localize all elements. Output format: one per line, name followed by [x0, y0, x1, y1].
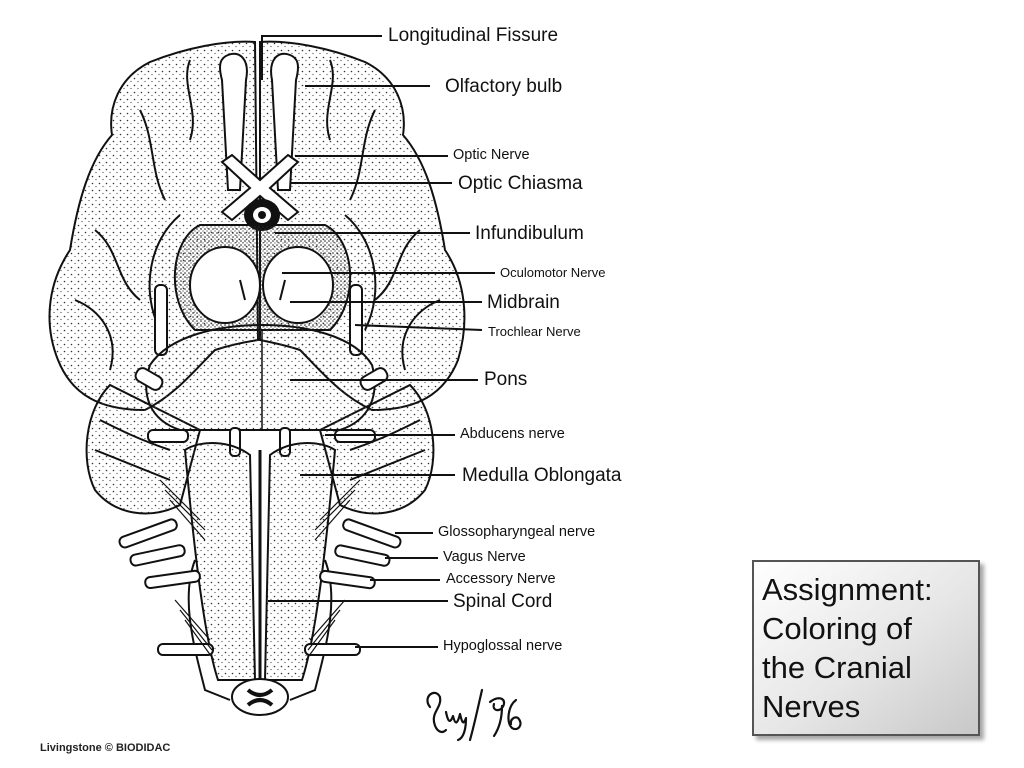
label-trochlear-nerve: Trochlear Nerve — [488, 324, 581, 339]
label-infundibulum: Infundibulum — [475, 223, 584, 244]
label-oculomotor-nerve: Oculomotor Nerve — [500, 265, 606, 280]
label-midbrain: Midbrain — [487, 292, 560, 313]
spinal-cross-section — [231, 678, 289, 716]
assignment-line-4: Nerves — [762, 689, 861, 724]
olfactory-bulbs — [219, 52, 299, 191]
label-optic-nerve: Optic Nerve — [453, 147, 530, 163]
label-vagus-nerve: Vagus Nerve — [443, 549, 526, 565]
label-spinal-cord: Spinal Cord — [453, 591, 553, 612]
lower-cranial-nerves — [118, 518, 402, 656]
optic-chiasma — [220, 153, 300, 222]
label-longitudinal-fissure: Longitudinal Fissure — [388, 25, 559, 46]
assignment-line-3: the Cranial — [762, 650, 912, 685]
leader-lines — [261, 35, 495, 648]
label-hypoglossal-nerve: Hypoglossal nerve — [443, 638, 563, 654]
medulla-oblongata — [183, 442, 337, 701]
label-pons: Pons — [484, 369, 528, 390]
rootlets — [159, 479, 361, 661]
infundibulum — [244, 199, 280, 231]
handwritten-signature — [426, 688, 522, 742]
assignment-line-2: Coloring of — [762, 611, 912, 646]
label-olfactory-bulb: Olfactory bulb — [445, 76, 563, 97]
credit-text: Livingstone © BIODIDAC — [40, 742, 171, 754]
label-glossopharyngeal-nerve: Glossopharyngeal nerve — [438, 524, 596, 540]
label-abducens-nerve: Abducens nerve — [460, 426, 565, 442]
label-accessory-nerve: Accessory Nerve — [446, 571, 556, 587]
assignment-box: Assignment: Coloring of the Cranial Nerv… — [752, 560, 980, 736]
pons — [134, 323, 389, 431]
assignment-line-1: Assignment: — [762, 572, 933, 607]
label-medulla-oblongata: Medulla Oblongata — [462, 465, 622, 486]
midbrain-region — [148, 214, 377, 356]
label-optic-chiasma: Optic Chiasma — [458, 173, 583, 194]
